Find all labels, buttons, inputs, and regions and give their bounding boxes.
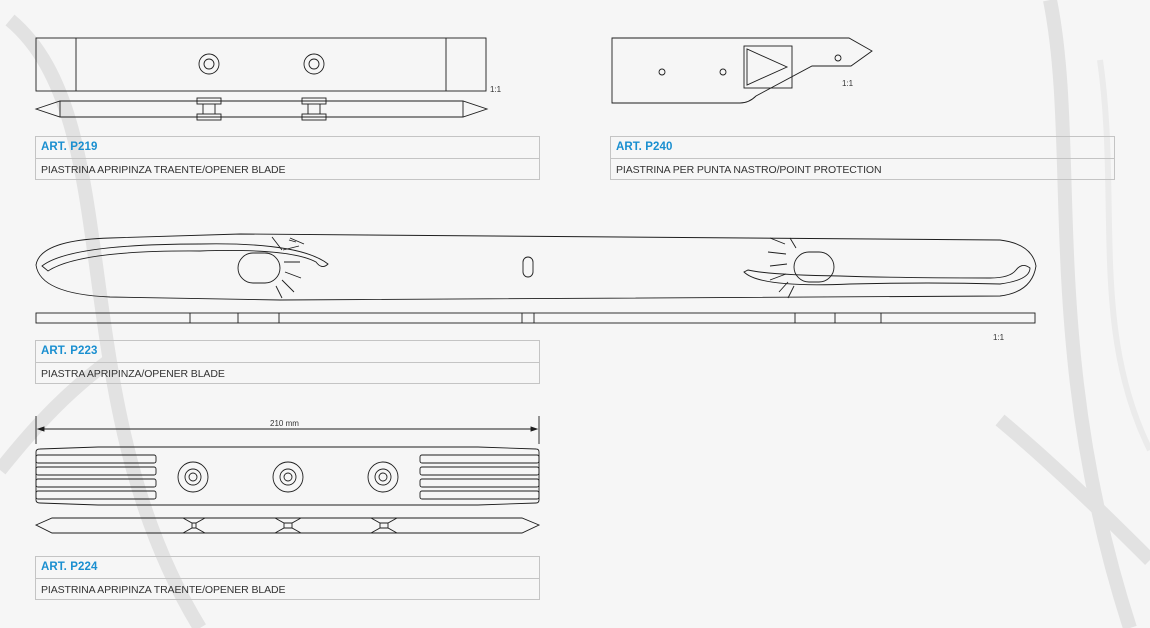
p224-code: ART. P224	[41, 561, 98, 573]
caption-divider	[36, 578, 539, 579]
p223-code: ART. P223	[41, 345, 98, 357]
p224-dimension-label: 210 mm	[270, 419, 299, 428]
p240-description: PIASTRINA PER PUNTA NASTRO/POINT PROTECT…	[616, 164, 882, 176]
p223-caption: ART. P223 PIASTRA APRIPINZA/OPENER BLADE	[35, 340, 540, 384]
p219-caption: ART. P219 PIASTRINA APRIPINZA TRAENTE/OP…	[35, 136, 540, 180]
p219-scale-label: 1:1	[490, 85, 502, 94]
p240-scale-label: 1:1	[842, 79, 854, 88]
p219-code: ART. P219	[41, 141, 98, 153]
caption-divider	[36, 158, 539, 159]
p224-dimension-line	[35, 416, 540, 444]
p219-top-view	[35, 37, 487, 92]
p223-side-view	[35, 312, 1036, 324]
caption-divider	[36, 362, 539, 363]
p219-description: PIASTRINA APRIPINZA TRAENTE/OPENER BLADE	[41, 164, 286, 176]
p223-description: PIASTRA APRIPINZA/OPENER BLADE	[41, 368, 225, 380]
p240-caption: ART. P240 PIASTRINA PER PUNTA NASTRO/POI…	[610, 136, 1115, 180]
p223-top-view	[35, 233, 1037, 301]
p240-code: ART. P240	[616, 141, 673, 153]
p224-description: PIASTRINA APRIPINZA TRAENTE/OPENER BLADE	[41, 584, 286, 596]
p224-top-view	[35, 446, 540, 506]
p223-scale-label: 1:1	[993, 333, 1005, 342]
p224-caption: ART. P224 PIASTRINA APRIPINZA TRAENTE/OP…	[35, 556, 540, 600]
p219-side-view	[34, 97, 489, 121]
caption-divider	[611, 158, 1114, 159]
p224-side-view	[34, 517, 541, 534]
p240-view	[611, 37, 873, 104]
